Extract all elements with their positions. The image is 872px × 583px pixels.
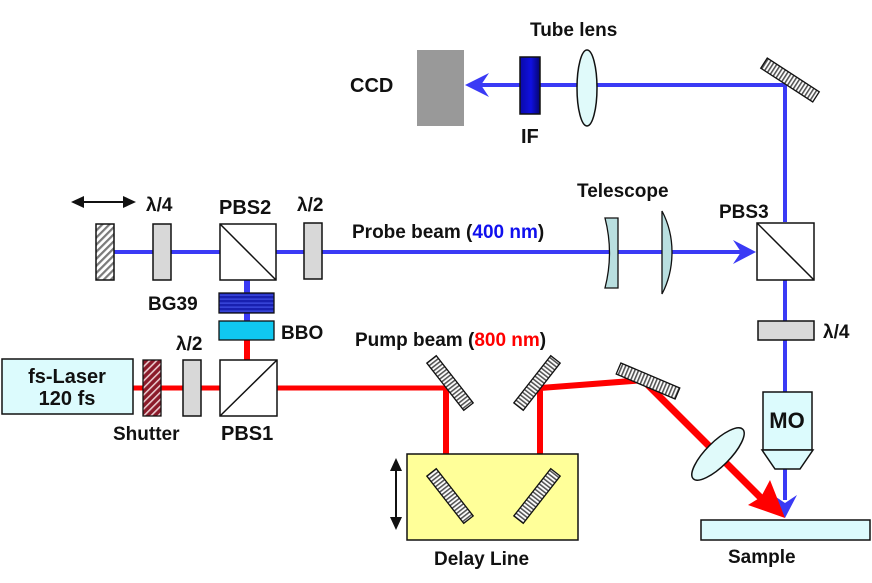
quarter-waveplate-top — [152, 223, 172, 281]
mirror-delay-2 — [512, 467, 562, 525]
mirror-delay-1 — [425, 467, 475, 525]
fs-laser-label-line1: fs-Laser — [28, 366, 106, 388]
retro-mirror-left — [95, 223, 115, 281]
probe-beam-label-prefix: Probe beam ( — [352, 222, 473, 243]
probe-arrowhead-pbs3 — [733, 240, 756, 264]
probe-beam-label-suffix: ) — [538, 222, 544, 243]
mirror-pump-1 — [425, 354, 475, 412]
if-label: IF — [521, 126, 539, 148]
pump-focusing-lens — [691, 427, 745, 481]
fs-laser-label-line2: 120 fs — [39, 388, 96, 410]
translation-double-arrow-horizontal — [71, 196, 136, 208]
pbs1-cube — [219, 359, 278, 417]
mo-label: MO — [769, 408, 804, 433]
pbs2-cube — [219, 223, 277, 281]
ccd-label: CCD — [350, 75, 393, 97]
quarter-waveplate-right-label: λ/4 — [823, 322, 850, 343]
sample-label: Sample — [728, 547, 796, 568]
bbo-crystal — [218, 320, 275, 341]
pump-beam-label-prefix: Pump beam ( — [355, 330, 475, 351]
microscope-objective — [760, 391, 815, 470]
telescope-label: Telescope — [577, 181, 669, 202]
half-waveplate-bottom — [182, 359, 202, 417]
pump-arrowhead-sample — [748, 480, 785, 518]
half-waveplate-top-label: λ/2 — [297, 195, 323, 216]
quarter-waveplate-right — [757, 320, 815, 341]
bbo-label: BBO — [281, 323, 323, 344]
probe-arrowhead-sample — [773, 495, 797, 518]
mirror-pump-2 — [512, 354, 562, 412]
shutter — [142, 359, 162, 417]
translation-double-arrow-vertical — [390, 458, 402, 530]
fs-laser-box — [1, 358, 134, 415]
probe-arrowhead-ccd — [465, 73, 489, 97]
probe-beam-path — [113, 73, 797, 518]
delay-line-stage — [406, 453, 579, 541]
half-waveplate-bottom-label: λ/2 — [176, 334, 202, 355]
mirror-pump-3 — [615, 362, 681, 400]
half-waveplate-top — [303, 222, 323, 280]
telescope-convex-lens — [661, 210, 673, 295]
pbs1-label: PBS1 — [221, 423, 273, 445]
mirror-top-right — [759, 57, 821, 103]
bg39-filter — [218, 292, 275, 314]
pump-beam-label-suffix: ) — [540, 330, 546, 351]
pbs3-cube — [756, 222, 815, 281]
probe-beam-label: Probe beam (400 nm) — [352, 222, 544, 243]
bg39-label: BG39 — [148, 294, 198, 315]
pump-beam-wavelength: 800 nm — [474, 330, 539, 351]
pump-beam-label: Pump beam (800 nm) — [355, 330, 546, 351]
delay-line-label: Delay Line — [434, 549, 529, 570]
pump-beam-to-sample — [640, 377, 765, 502]
quarter-waveplate-top-label: λ/4 — [146, 195, 173, 216]
pbs2-label: PBS2 — [219, 197, 271, 219]
interference-filter — [519, 56, 541, 115]
probe-beam-wavelength: 400 nm — [472, 222, 537, 243]
ccd-camera — [417, 50, 464, 126]
sample-slide — [700, 519, 871, 541]
tube-lens — [576, 49, 598, 127]
pbs3-label: PBS3 — [719, 202, 769, 223]
shutter-label: Shutter — [113, 424, 180, 445]
tube-lens-label: Tube lens — [530, 20, 617, 41]
telescope-concave-lens — [604, 217, 619, 289]
pump-beam-path — [132, 340, 785, 518]
